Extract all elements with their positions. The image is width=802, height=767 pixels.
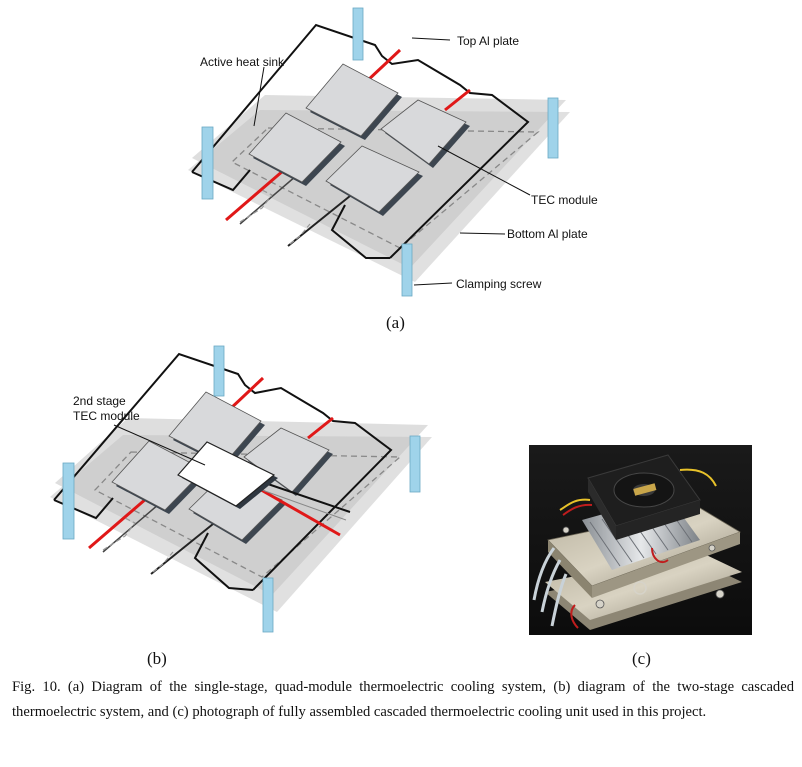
tec-module	[380, 99, 470, 168]
red-wire	[225, 168, 285, 222]
panel-b-diagram: 2nd stage TEC module (b)	[50, 345, 432, 668]
red-wire	[307, 416, 334, 440]
photo-bolt	[562, 526, 570, 534]
leader-line	[253, 66, 265, 127]
photo-bolt	[715, 589, 725, 599]
dashed-connector	[102, 517, 136, 551]
photo-cable	[532, 547, 556, 601]
clamping-screw	[352, 7, 364, 61]
tec-module	[325, 145, 423, 216]
dashed-connector	[289, 223, 311, 245]
photo-bolt	[708, 544, 716, 552]
red-wire	[88, 496, 148, 550]
leader-line	[411, 37, 451, 41]
label-tec-module: TEC module	[531, 193, 598, 207]
dashed-connector	[152, 551, 174, 573]
frame-outline-right	[193, 532, 254, 591]
dashed-connector	[239, 189, 273, 223]
leader-line	[459, 232, 506, 235]
panel-c-label: (c)	[632, 649, 651, 668]
tec-module	[111, 440, 208, 514]
red-wire	[255, 485, 341, 537]
clamping-screw	[262, 577, 274, 633]
panel-a-label: (a)	[386, 313, 405, 332]
clamping-screw	[201, 126, 214, 200]
label-2nd-stage-line2: TEC module	[73, 409, 140, 423]
label-clamping-screw: Clamping screw	[456, 277, 542, 291]
label-bottom-plate: Bottom Al plate	[507, 227, 588, 241]
clamping-screw	[547, 97, 559, 159]
red-wire	[227, 376, 265, 412]
photo-bolt	[595, 599, 605, 609]
label-2nd-stage-line1: 2nd stage	[73, 394, 126, 408]
photo-cable	[540, 559, 562, 613]
label-heat-sink: Active heat sink	[200, 55, 285, 69]
tec-module	[243, 427, 333, 496]
black-wire	[261, 489, 347, 521]
leader-line	[113, 424, 206, 466]
red-wire	[364, 48, 402, 84]
heat-sink-outline	[93, 451, 402, 578]
label-top-plate: Top Al plate	[457, 34, 519, 48]
tec-module	[305, 63, 402, 140]
clamping-screw	[409, 435, 421, 493]
photo-bolt	[633, 581, 647, 595]
clamping-screw	[401, 243, 413, 297]
panel-a-diagram: Top Al plate Active heat sink TEC module…	[188, 7, 598, 332]
red-wire	[444, 88, 471, 112]
panel-c-photo: (c)	[529, 445, 752, 668]
photo-cable	[550, 573, 568, 627]
black-wire	[261, 481, 351, 513]
frame-outline-right	[330, 204, 390, 259]
figure-caption: Fig. 10. (a) Diagram of the single-stage…	[12, 679, 794, 720]
panel-b-label: (b)	[147, 649, 167, 668]
tec-module	[248, 112, 345, 186]
tec-module	[168, 391, 265, 468]
leader-line	[413, 282, 453, 286]
tec-module-2nd-stage	[177, 441, 278, 509]
photo-fan	[587, 454, 701, 540]
leader-line	[437, 145, 531, 196]
clamping-screw	[62, 462, 75, 540]
clamping-screw	[213, 345, 225, 397]
